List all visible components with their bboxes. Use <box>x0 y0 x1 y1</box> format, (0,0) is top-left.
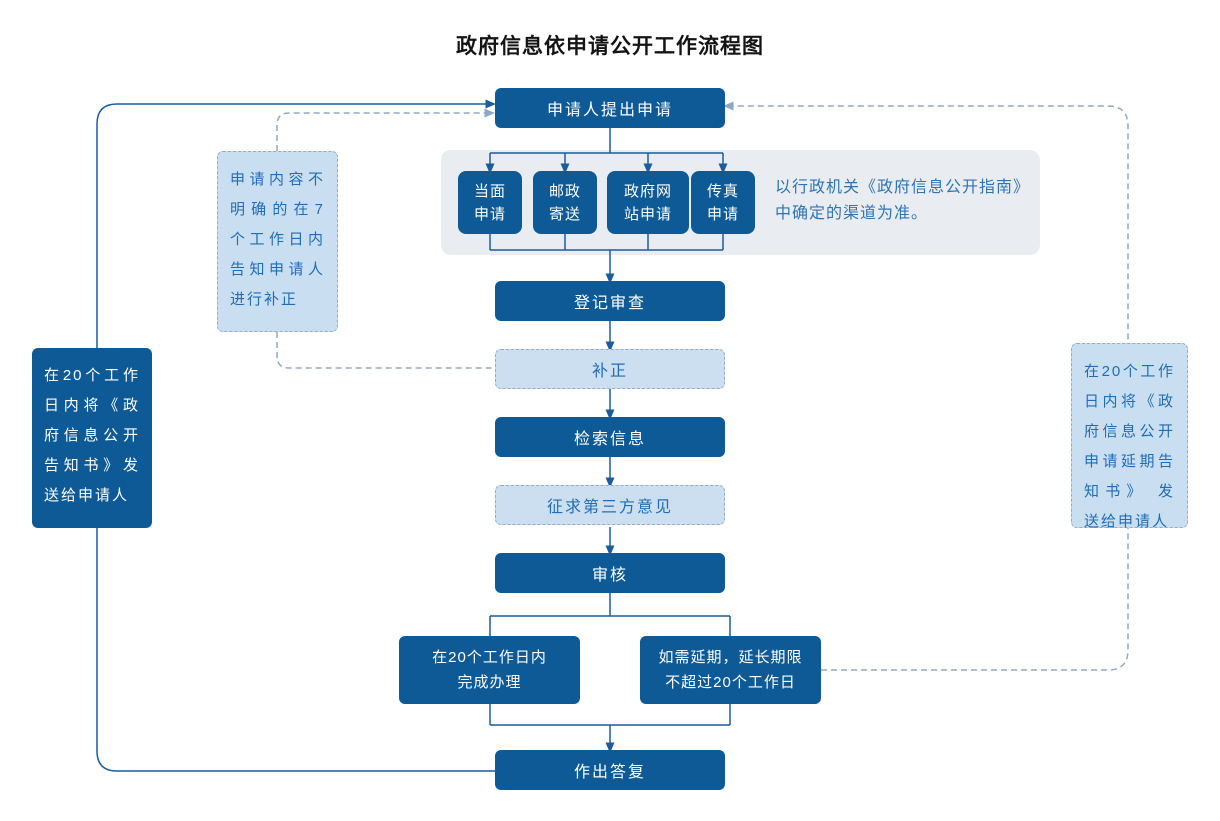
node-review: 审核 <box>495 553 725 593</box>
node-branch-line: 在20个工作日内 <box>432 649 547 666</box>
node-supplement: 补正 <box>495 349 725 389</box>
node-channel-line: 邮政 <box>548 182 581 200</box>
note-extension-notice: 在20个工作日内将《政府信息公开申请延期告知书》 发送给申请人 <box>1071 343 1188 530</box>
node-channel-line: 申请 <box>473 205 506 223</box>
node-apply: 申请人提出申请 <box>495 88 725 128</box>
node-branch-line: 完成办理 <box>457 674 522 691</box>
channel-annotation: 以行政机关《政府信息公开指南》 中确定的渠道为准。 <box>775 175 1037 227</box>
node-third-party-opinion: 征求第三方意见 <box>495 485 725 525</box>
node-channel-line: 当面 <box>473 182 506 200</box>
node-channel-fax: 传真 申请 <box>691 171 755 234</box>
node-branch-line: 不超过20个工作日 <box>665 674 796 691</box>
node-channel-postal: 邮政 寄送 <box>533 171 597 234</box>
node-search-info: 检索信息 <box>495 417 725 457</box>
node-channel-line: 申请 <box>706 205 739 223</box>
channel-annotation-line: 中确定的渠道为准。 <box>775 205 929 222</box>
node-channel-in-person: 当面 申请 <box>458 171 522 234</box>
node-channel-line: 传真 <box>706 182 739 200</box>
note-unclear-application: 申请内容不明确的在7个工作日内告知申请人进行补正 <box>217 151 338 332</box>
node-complete-in-20-days: 在20个工作日内 完成办理 <box>399 636 580 704</box>
node-extension: 如需延期，延长期限 不超过20个工作日 <box>640 636 821 704</box>
channel-annotation-line: 以行政机关《政府信息公开指南》 <box>775 179 1031 196</box>
node-channel-line: 寄送 <box>548 205 581 223</box>
page-title: 政府信息依申请公开工作流程图 <box>456 35 764 58</box>
node-channel-line: 站申请 <box>623 205 672 223</box>
node-channel-line: 政府网 <box>623 182 672 200</box>
note-disclosure-notice: 在20个工作日内将《政府信息公开告知书》发送给申请人 <box>32 348 152 528</box>
node-reply: 作出答复 <box>495 750 725 790</box>
node-channel-website: 政府网 站申请 <box>607 171 689 234</box>
node-branch-line: 如需延期，延长期限 <box>658 649 803 666</box>
node-register-review: 登记审查 <box>495 281 725 321</box>
